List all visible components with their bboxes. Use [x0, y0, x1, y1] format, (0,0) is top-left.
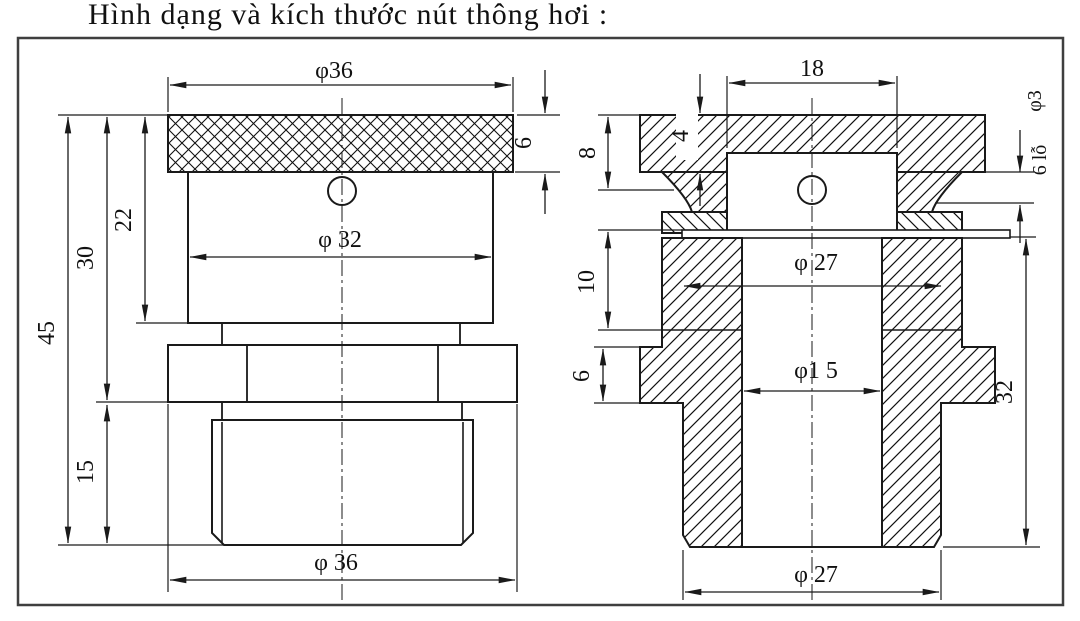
dim-body-length: 32: [992, 380, 1018, 404]
dim-thread-length: 15: [73, 460, 99, 484]
vent-hole: [327, 176, 357, 206]
dim-counterbore-diameter: φ 27: [794, 250, 838, 276]
centerlines: [341, 98, 813, 600]
dim-recess-width: 18: [800, 56, 824, 82]
dim-vent-hole-count: 6 lỗ: [1029, 145, 1051, 176]
dim-counterbore-depth: 10: [574, 270, 600, 294]
right-view: [639, 114, 1011, 548]
dim-bottom-diameter: φ 27: [794, 562, 838, 588]
dimension-labels: φ36 6 φ 32 22 30 45 15 φ 36 18 4 8 φ3 6 …: [34, 56, 1051, 588]
dim-cap-thickness: 6: [511, 137, 537, 149]
body-collar-edges: [221, 323, 461, 345]
section-vent-hole: [797, 175, 827, 205]
section-seat-plate: [681, 229, 1011, 239]
dim-flange-thickness: 6: [569, 370, 595, 382]
left-view: [167, 114, 518, 546]
dim-body-height: 22: [111, 208, 137, 232]
hex-flat-edges: [246, 345, 439, 402]
dim-outer-diameter: φ 36: [314, 550, 358, 576]
page-title: Hình dạng và kích thước nút thông hơi :: [88, 0, 609, 31]
label-backdrop: [676, 112, 698, 160]
dim-bore-diameter: φ1 5: [794, 358, 838, 384]
dim-cap-section-height: 8: [575, 147, 601, 159]
dim-body-diameter: φ 32: [318, 227, 362, 253]
left-view-extension-lines: [58, 77, 560, 592]
dim-total-height: 45: [34, 321, 60, 345]
dim-vent-hole-diameter: φ3: [1024, 90, 1046, 112]
dim-recess-depth: 4: [668, 130, 694, 142]
thread-root-lines: [221, 422, 464, 543]
right-view-extension-lines: [594, 76, 1040, 600]
plug-body: [187, 171, 494, 324]
knurled-cap: [167, 114, 514, 173]
left-view-dimension-lines: [64, 70, 549, 584]
dim-upper-height: 30: [73, 246, 99, 270]
collar-thread-edges: [221, 402, 463, 420]
section-wall-left: [639, 237, 743, 548]
section-wall-right: [881, 237, 996, 548]
dim-cap-diameter: φ36: [315, 58, 353, 84]
